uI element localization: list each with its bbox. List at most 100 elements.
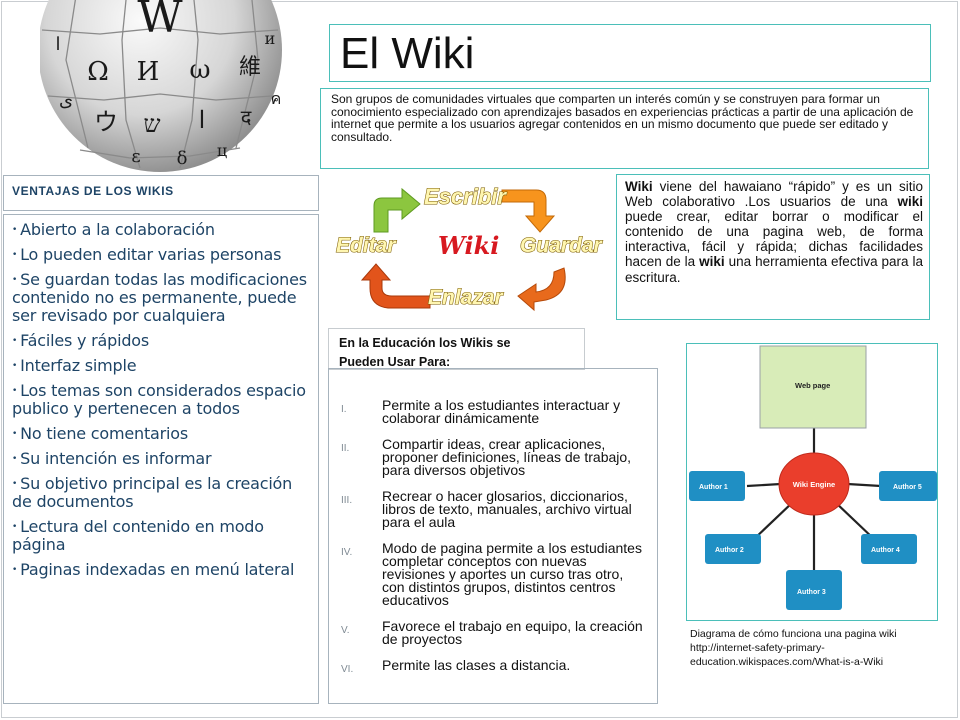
globe-glyph: δ <box>177 148 188 169</box>
list-item: •No tiene comentarios <box>12 425 310 443</box>
list-item-text: Permite las clases a distancia. <box>382 657 571 673</box>
definition-text: una herramienta efectiva para la escritu… <box>625 254 923 285</box>
author-label: Author 4 <box>871 547 900 554</box>
list-item: •Los temas son considerados espacio publ… <box>12 382 310 418</box>
advantages-list: •Abierto a la colaboración •Lo pueden ed… <box>12 221 310 579</box>
globe-glyph: Ω <box>87 57 109 87</box>
globe-glyph: ц <box>217 141 227 160</box>
web-page-label: Web page <box>795 381 830 390</box>
roman-numeral: VI. <box>341 664 354 675</box>
globe-glyph: ค <box>271 89 282 108</box>
education-header-box: En la Educación los Wikis se Pueden Usar… <box>328 328 585 370</box>
list-item-text: Interfaz simple <box>20 356 137 375</box>
list-item: •Fáciles y rápidos <box>12 332 310 350</box>
list-item: •Su objetivo principal es la creación de… <box>12 475 310 511</box>
bullet-icon: • <box>12 250 18 260</box>
list-item-text: Abierto a la colaboración <box>20 220 215 239</box>
author-label: Author 1 <box>699 484 728 491</box>
list-item-text: Se guardan todas las modificaciones cont… <box>12 270 307 325</box>
wiki-term: Wiki <box>625 179 653 194</box>
wiki-definition-text: Wiki viene del hawaiano “rápido” y es un… <box>625 179 923 285</box>
list-item: I. Permite a los estudiantes interactuar … <box>341 397 647 426</box>
page-title: El Wiki <box>340 29 475 78</box>
list-item-text: Su objetivo principal es la creación de … <box>12 474 293 511</box>
list-item: III. Recrear o hacer glosarios, diccionar… <box>341 488 647 530</box>
wiki-cycle-graphic: Escribir Guardar Enlazar Editar Wiki <box>332 176 608 316</box>
arrow-up-right-icon <box>373 187 421 233</box>
author-label: Author 5 <box>893 484 922 491</box>
list-item: •Abierto a la colaboración <box>12 221 310 239</box>
list-item-text: Permite a los estudiantes interactuar y … <box>382 397 621 426</box>
roman-numeral: IV. <box>341 547 353 558</box>
list-item-text: Favorece el trabajo en equipo, la creaci… <box>382 618 643 647</box>
globe-glyph: द <box>241 105 252 129</box>
globe-glyph: ا <box>199 106 206 134</box>
title-box: El Wiki <box>329 24 931 82</box>
list-item-text: Recrear o hacer glosarios, diccionarios,… <box>382 488 632 530</box>
list-item: IV. Modo de pagina permite a los estudian… <box>341 540 647 608</box>
list-item: V.Favorece el trabajo en equipo, la crea… <box>341 618 647 647</box>
wiki-engine-diagram: Web page Wiki Engine Author 1 Author 2 A… <box>686 343 938 621</box>
list-item-text: Lectura del contenido en modo página <box>12 517 264 554</box>
globe-glyph: и <box>265 29 276 48</box>
author-node <box>705 534 761 564</box>
list-item-text: Paginas indexadas en menú lateral <box>20 560 295 579</box>
list-item-text: Lo pueden editar varias personas <box>20 245 282 264</box>
cycle-center-label: Wiki <box>438 231 499 260</box>
advantages-header: VENTAJAS DE LOS WIKIS <box>12 184 174 198</box>
bullet-icon: • <box>12 565 18 575</box>
education-header-line2: Pueden Usar Para: <box>339 355 451 369</box>
author-node <box>689 471 745 501</box>
web-page-box <box>759 345 867 429</box>
definition-text: viene del hawaiano “rápido” y es un siti… <box>625 179 923 210</box>
globe-glyph: ا <box>55 34 60 55</box>
globe-glyph: ウ <box>94 108 118 136</box>
wiki-term: wiki <box>897 194 923 210</box>
bullet-icon: • <box>12 454 18 464</box>
list-item-text: No tiene comentarios <box>20 424 188 443</box>
list-item-text: Su intención es informar <box>20 449 212 468</box>
cycle-label-write: Escribir <box>424 184 507 209</box>
arrow-down-left-icon <box>517 267 566 312</box>
wikipedia-globe-logo: W Ω И ω 維 ウ ש ا द ی ا ค ε δ ц и <box>40 0 300 172</box>
roman-numeral: I. <box>341 404 347 415</box>
bullet-icon: • <box>12 225 18 235</box>
arrow-down-right-icon <box>501 189 556 233</box>
education-list-box: I. Permite a los estudiantes interactuar … <box>328 368 658 704</box>
bullet-icon: • <box>12 429 18 439</box>
bullet-icon: • <box>12 275 18 285</box>
diagram-caption: Diagrama de cómo funciona una pagina wik… <box>690 627 940 669</box>
intro-box: Son grupos de comunidades virtuales que … <box>320 88 929 169</box>
bullet-icon: • <box>12 336 18 346</box>
globe-glyph: ε <box>131 146 140 167</box>
arrow-up-left-icon <box>360 263 431 309</box>
cycle-label-link: Enlazar <box>428 286 505 309</box>
globe-glyph: И <box>137 57 160 87</box>
bullet-icon: • <box>12 479 18 489</box>
bullet-icon: • <box>12 386 18 396</box>
list-item: •Se guardan todas las modificaciones con… <box>12 271 310 325</box>
roman-numeral: III. <box>341 495 353 506</box>
wiki-term: wiki <box>699 254 725 270</box>
caption-line: http://internet-safety-primary- <box>690 642 825 654</box>
list-item: •Lo pueden editar varias personas <box>12 246 310 264</box>
author-label: Author 3 <box>797 589 826 596</box>
list-item: •Lectura del contenido en modo página <box>12 518 310 554</box>
author-node <box>786 570 842 610</box>
list-item: •Interfaz simple <box>12 357 310 375</box>
caption-line: education.wikispaces.com/What-is-a-Wiki <box>690 656 884 668</box>
list-item: •Paginas indexadas en menú lateral <box>12 561 310 579</box>
list-item-text: Fáciles y rápidos <box>20 331 150 350</box>
list-item: VI. Permite las clases a distancia. <box>341 657 647 676</box>
list-item: II.Compartir ideas, crear aplicaciones, … <box>341 437 647 477</box>
wiki-definition-box: Wiki viene del hawaiano “rápido” y es un… <box>616 174 930 320</box>
bullet-icon: • <box>12 522 18 532</box>
education-header-line1: En la Educación los Wikis se <box>339 336 511 350</box>
roman-numeral: II. <box>341 443 350 454</box>
globe-glyph: ω <box>189 55 210 85</box>
cycle-label-edit: Editar <box>336 234 397 257</box>
list-item: •Su intención es informar <box>12 450 310 468</box>
bullet-icon: • <box>12 361 18 371</box>
list-item-text: Modo de pagina permite a los estudiantes… <box>382 540 642 608</box>
